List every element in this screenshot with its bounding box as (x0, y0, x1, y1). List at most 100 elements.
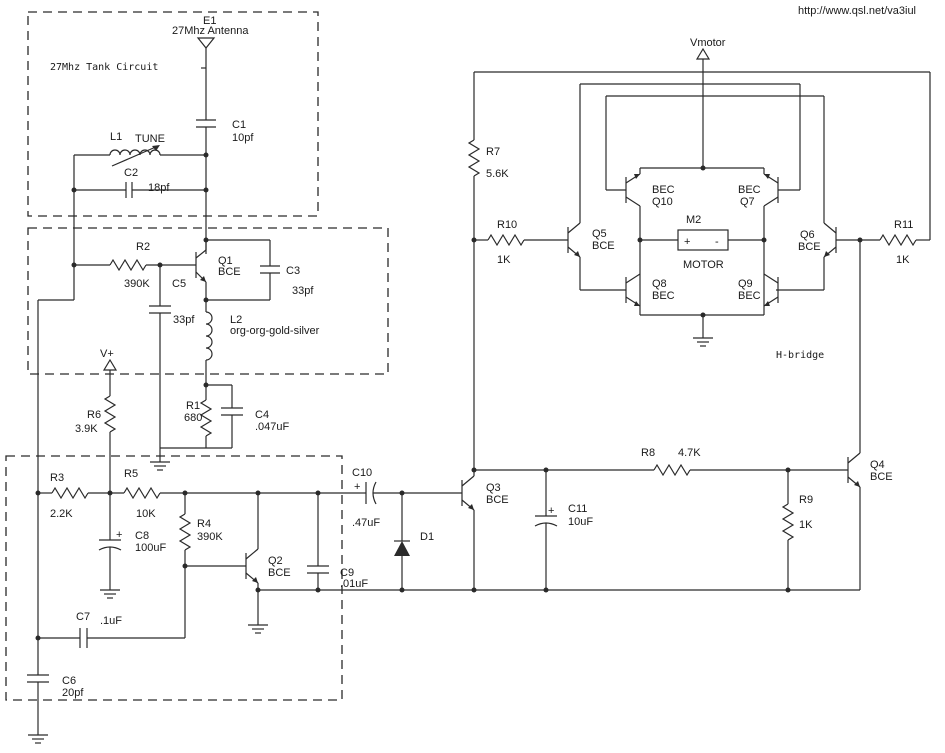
q5-pins: BCE (592, 240, 615, 252)
c11-polarity: + (548, 505, 554, 517)
q3-ref: Q3 (486, 482, 501, 494)
q5-ref: Q5 (592, 228, 607, 240)
junction (35, 635, 41, 641)
tank-circuit-title: 27Mhz Tank Circuit (50, 62, 158, 73)
c7-value: .1uF (100, 615, 122, 627)
c11-ref: C11 (568, 503, 587, 515)
junction (203, 382, 209, 388)
junction (71, 187, 77, 193)
c3-ref: C3 (286, 265, 300, 277)
r8-ref: R8 (641, 447, 655, 459)
junction (700, 165, 706, 171)
resistor-r11 (836, 233, 930, 247)
transistor-q5 (567, 84, 626, 291)
c10-value: .47uF (352, 517, 380, 529)
r4-value: 390K (197, 531, 223, 543)
junction (182, 490, 188, 496)
r3-ref: R3 (50, 472, 64, 484)
r4-ref: R4 (197, 518, 211, 530)
q8-pins: BEC (652, 290, 675, 302)
capacitor-c3 (206, 239, 280, 301)
r2-value: 390K (124, 278, 150, 290)
junction (255, 490, 261, 496)
r2-ref: R2 (136, 241, 150, 253)
r11-ref: R11 (894, 219, 913, 231)
capacitor-c1 (196, 119, 216, 155)
q3-pins: BCE (486, 494, 509, 506)
c8-value: 100uF (135, 542, 166, 554)
transistor-q6 (776, 96, 837, 291)
capacitor-c4 (206, 384, 243, 449)
resistor-r2 (74, 258, 196, 272)
junction (35, 490, 41, 496)
c10-polarity: + (354, 481, 360, 493)
vmotor-label: Vmotor (690, 37, 726, 49)
r6-ref: R6 (87, 409, 101, 421)
transistor-q9 (763, 273, 779, 307)
c5-value: 33pf (173, 314, 195, 326)
capacitor-c9 (307, 493, 329, 590)
junction (71, 262, 77, 268)
q10-pins: BEC (652, 184, 675, 196)
motor-plus: + (684, 236, 690, 248)
resistor-r7 (467, 139, 481, 470)
c9-value: .01uF (340, 578, 368, 590)
l2-desc: org-org-gold-silver (230, 325, 320, 337)
h-bridge-title: H-bridge (776, 350, 824, 361)
c6-ref: C6 (62, 675, 76, 687)
r1-ref: R1 (186, 400, 200, 412)
site-url: http://www.qsl.net/va3iul (798, 5, 916, 17)
r6-value: 3.9K (75, 423, 98, 435)
c11-value: 10uF (568, 516, 593, 528)
r8-value: 4.7K (678, 447, 701, 459)
junction (315, 587, 321, 593)
transistor-q7 (763, 168, 779, 315)
capacitor-c5 (149, 265, 171, 448)
motor-minus: - (715, 236, 719, 248)
c9-ref: C9 (340, 567, 354, 579)
c5-ref: C5 (172, 278, 186, 290)
q9-ref: Q9 (738, 278, 753, 290)
r5-ref: R5 (124, 468, 138, 480)
rf-stage-box (27, 227, 389, 375)
diode-d1 (394, 493, 410, 590)
r11-value: 1K (896, 254, 910, 266)
audio-stage-box (5, 455, 343, 701)
l1-tune-label: TUNE (135, 133, 165, 145)
q4-pins: BCE (870, 471, 893, 483)
q6-ref: Q6 (800, 229, 815, 241)
c6-value: 20pf (62, 687, 84, 699)
r9-value: 1K (799, 519, 813, 531)
c8-ref: C8 (135, 530, 149, 542)
r9-ref: R9 (799, 494, 813, 506)
transistor-q10 (625, 168, 641, 315)
junction (399, 490, 405, 496)
c4-ref: C4 (255, 409, 269, 421)
capacitor-c11 (534, 470, 558, 590)
c4-value: .047uF (255, 421, 290, 433)
inductor-l2 (205, 300, 213, 385)
q7-pins: BEC (738, 184, 761, 196)
q8-ref: Q8 (652, 278, 667, 290)
r10-value: 1K (497, 254, 511, 266)
antenna-desc: 27Mhz Antenna (172, 25, 249, 37)
q1-pins: BCE (218, 266, 241, 278)
c3-value: 33pf (292, 285, 314, 297)
transistor-q3 (461, 470, 475, 590)
transistor-q1 (195, 240, 207, 300)
q7-ref: Q7 (740, 196, 755, 208)
vplus-supply-icon (102, 358, 118, 396)
r5-value: 10K (136, 508, 156, 520)
resistor-r8 (653, 463, 848, 477)
junction (700, 312, 706, 318)
r10-ref: R10 (497, 219, 517, 231)
junction (203, 152, 209, 158)
resistor-r9 (781, 470, 795, 590)
vmotor-supply-icon (695, 47, 711, 168)
ground-icon (150, 447, 206, 471)
q6-pins: BCE (798, 241, 821, 253)
c8-polarity: + (116, 529, 122, 541)
junction (203, 237, 209, 243)
junction (315, 490, 321, 496)
